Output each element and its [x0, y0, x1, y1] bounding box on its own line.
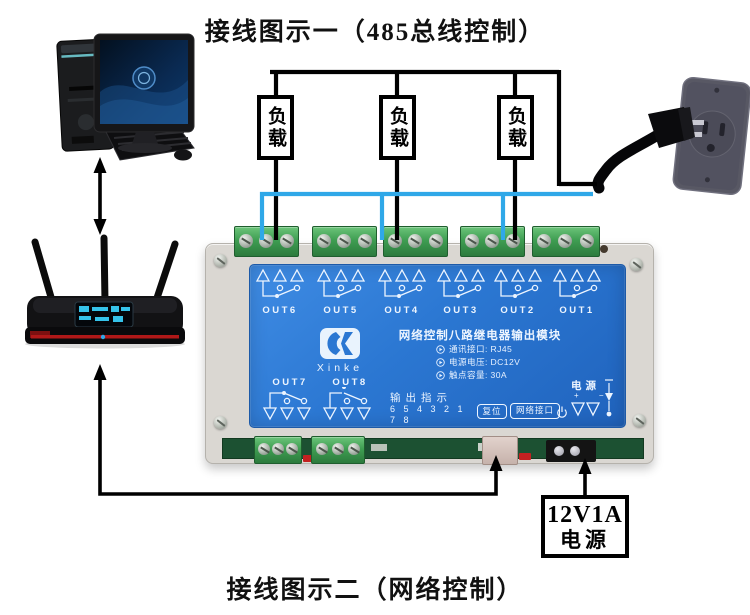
dc-power-connector	[546, 440, 596, 462]
out4-label: OUT4	[384, 305, 420, 316]
terminal-block	[312, 226, 377, 257]
psu-label-box: 12V1A 电源	[541, 495, 629, 558]
diagram-title-bottom: 接线图示二（网络控制）	[226, 577, 524, 604]
psu-word: 电源	[560, 528, 610, 552]
out5-label: OUT5	[323, 305, 359, 316]
diagram-title-top: 接线图示一（485总线控制）	[204, 19, 546, 46]
out2-label: OUT2	[500, 305, 536, 316]
case-screw-icon	[633, 414, 646, 427]
play-circle-icon	[436, 370, 445, 380]
wireless-router-image	[25, 234, 185, 349]
terminal-block	[383, 226, 448, 257]
xinke-k-logo-icon	[320, 328, 360, 359]
load-box-1: 负载	[257, 95, 294, 160]
desktop-computer-image	[56, 33, 195, 161]
terminal-block	[254, 436, 302, 464]
relay-symbol-icon	[322, 387, 372, 421]
brand-name: Xinke	[316, 362, 364, 374]
board-title: 网络控制八路继电器输出模块	[398, 330, 562, 342]
terminal-block	[460, 226, 525, 257]
play-circle-icon	[436, 357, 445, 367]
indicator-row1: 6 5 4 3 2 1	[390, 404, 466, 414]
mains-bus-wire	[270, 69, 597, 240]
silkscreen-panel: OUT6 OUT5 OUT4	[249, 264, 626, 428]
out1-label: OUT1	[559, 305, 595, 316]
out6-label: OUT6	[262, 305, 298, 316]
play-circle-icon	[436, 344, 445, 354]
case-screw-icon	[214, 254, 227, 267]
load-box-2: 负载	[379, 95, 416, 160]
network-port-label: 网络接口	[510, 403, 560, 419]
spec-row: 电源电压: DC12V	[436, 357, 520, 367]
rj45-jack	[482, 436, 518, 465]
wall-outlet-with-plug-image	[592, 76, 750, 196]
power-label: 电源	[571, 380, 600, 392]
out3-label: OUT3	[443, 305, 479, 316]
power-polarity: + −	[574, 391, 613, 400]
terminal-block	[532, 226, 600, 257]
dc-jack-symbol-icon	[605, 379, 613, 417]
spec-row: 通讯接口: RJ45	[436, 344, 512, 354]
case-screw-icon	[630, 258, 643, 271]
relay-symbol-icon	[262, 391, 312, 421]
terminal-block	[234, 226, 299, 257]
relay-module-board: OUT6 OUT5 OUT4	[205, 226, 654, 465]
relay-symbol-icon	[377, 268, 427, 298]
indicator-row2: 7 8	[390, 415, 412, 425]
indicator-label: 输出指示	[390, 392, 452, 404]
relay-symbol-icon	[436, 268, 486, 298]
case-screw-icon	[214, 416, 227, 429]
power-terminals-icon	[570, 402, 601, 417]
relay-symbol-icon	[316, 268, 366, 298]
reset-button-label: 复位	[477, 404, 507, 419]
terminal-block	[311, 436, 365, 464]
spec-row: 触点容量: 30A	[436, 370, 507, 380]
pcb-tab	[519, 453, 531, 460]
relay-symbol-icon	[552, 268, 602, 298]
relay-symbol-icon	[493, 268, 543, 298]
power-cable	[592, 130, 662, 194]
relay-symbol-icon	[255, 268, 305, 298]
case-hole	[600, 245, 608, 253]
power-standby-icon	[557, 406, 567, 418]
load-box-3: 负载	[497, 95, 534, 160]
arrowhead-up-icon	[93, 364, 107, 380]
psu-rating: 12V1A	[547, 502, 623, 528]
